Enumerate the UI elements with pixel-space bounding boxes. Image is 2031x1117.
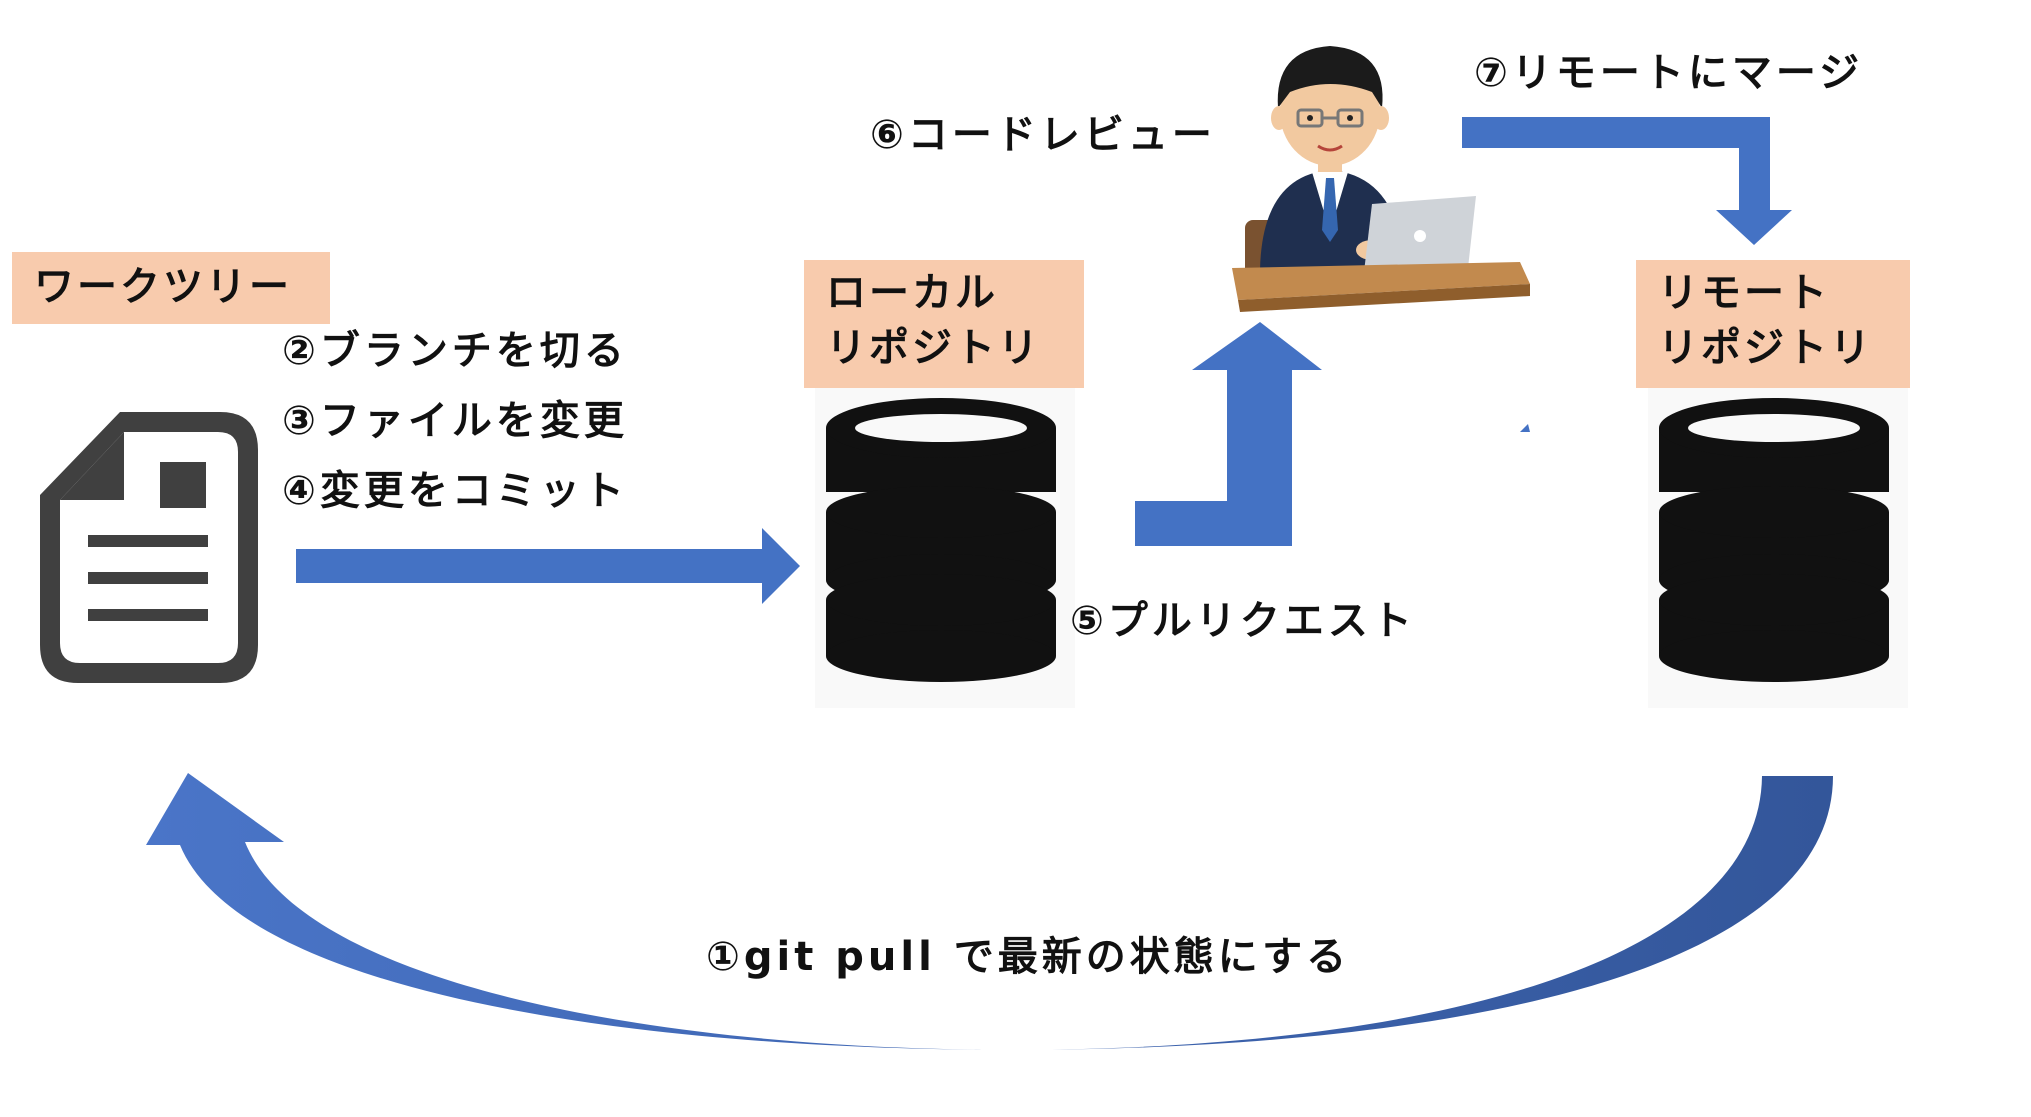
step-6-label: ⑥コードレビュー — [870, 112, 1216, 158]
document-icon — [40, 412, 258, 683]
local-repo-label-line1: ローカル — [826, 270, 998, 316]
stray-mark — [1520, 424, 1530, 432]
pull-request-arrow — [1135, 322, 1322, 546]
worktree-label-text: ワークツリー — [34, 264, 292, 310]
reviewer-at-laptop-icon — [1232, 46, 1530, 312]
remote-repo-label-line1: リモート — [1658, 270, 1830, 316]
step-4-label: ④変更をコミット — [282, 468, 628, 514]
database-icon — [815, 388, 1075, 708]
local-repo-label-line2: リポジトリ — [826, 325, 1041, 371]
merge-arrow — [1462, 117, 1792, 245]
remote-repo-label: リモート リポジトリ — [1636, 260, 1910, 388]
step-7-label: ⑦リモートにマージ — [1474, 50, 1864, 96]
step-5-label: ⑤プルリクエスト — [1070, 598, 1416, 644]
step-1-label: ①git pull で最新の状態にする — [706, 934, 1351, 980]
step-2-label: ②ブランチを切る — [282, 328, 628, 374]
step-3-label: ③ファイルを変更 — [282, 398, 628, 444]
local-repo-label: ローカル リポジトリ — [804, 260, 1084, 388]
remote-repo-label-line2: リポジトリ — [1658, 325, 1873, 371]
worktree-label: ワークツリー — [12, 252, 330, 324]
commit-arrow — [296, 528, 800, 604]
pull-curve-arrow — [146, 773, 1833, 1050]
database-icon — [1648, 388, 1908, 708]
